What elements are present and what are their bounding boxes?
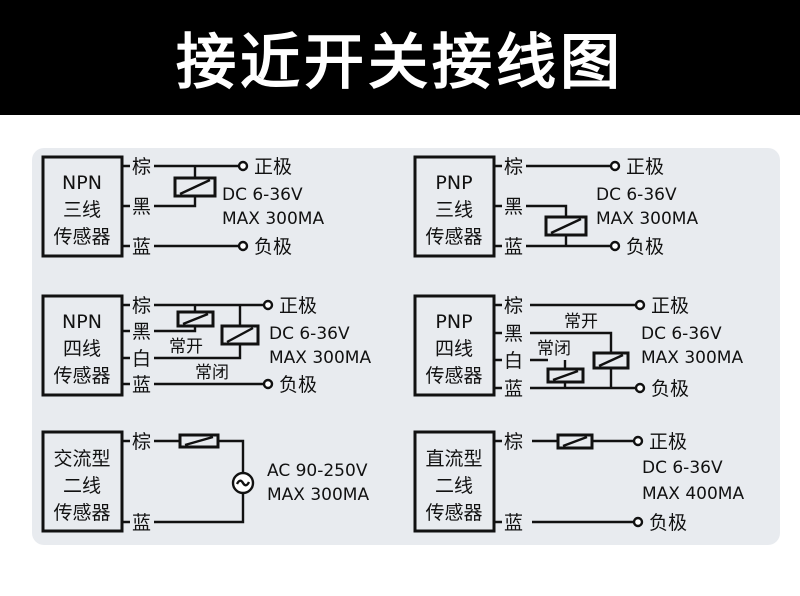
terminal-icon	[634, 299, 646, 311]
pnp-3wire-diagram: PNP 三线 传感器 棕 黑 蓝 正极 负极 DC 6-36V MAX 300M…	[413, 155, 698, 258]
wire-blue: 蓝	[504, 378, 523, 400]
terminal-icon	[237, 240, 249, 252]
pnp-4wire-diagram: PNP 四线 传感器 棕 黑 白 蓝 正极 负极 常开 常闭 DC 6-36V …	[413, 294, 743, 400]
current-spec: MAX 300MA	[269, 348, 371, 368]
box-label: 传感器	[53, 502, 110, 524]
negative-label: 负极	[254, 236, 292, 258]
wire-blue: 蓝	[132, 512, 151, 534]
page-title: 接近开关接线图	[176, 28, 624, 98]
load-icon	[556, 433, 594, 450]
wire-white: 白	[132, 348, 151, 370]
wire-brown: 棕	[132, 295, 151, 317]
current-spec: MAX 400MA	[642, 484, 744, 504]
sensor-box	[413, 294, 496, 397]
negative-label: 负极	[649, 512, 687, 534]
box-label: 传感器	[53, 226, 110, 248]
wire-blue: 蓝	[132, 374, 151, 396]
terminal-icon	[262, 378, 274, 390]
relay-icon	[546, 367, 585, 384]
box-label: 三线	[435, 199, 473, 221]
relay-icon	[544, 215, 588, 237]
relay-icon	[176, 310, 215, 328]
terminal-icon	[237, 160, 249, 172]
box-label: 交流型	[53, 448, 110, 470]
current-spec: MAX 300MA	[222, 209, 324, 229]
relay-icon	[220, 324, 260, 346]
wire-white: 白	[504, 350, 523, 372]
normally-open-label: 常开	[169, 337, 203, 357]
current-spec: MAX 300MA	[267, 485, 369, 505]
dc-2wire-diagram: 直流型 二线 传感器 棕 蓝 正极 负极 DC 6-36V MAX 400MA	[413, 430, 744, 534]
box-label: 传感器	[53, 365, 110, 387]
positive-label: 正极	[651, 295, 689, 317]
wire-black: 黑	[132, 321, 151, 343]
normally-closed-label: 常闭	[195, 363, 229, 383]
sensor-box	[41, 294, 124, 397]
terminal-icon	[609, 240, 621, 252]
box-label: 二线	[435, 475, 473, 497]
npn-3wire-diagram: NPN 三线 传感器 棕 黑 蓝 正极 负极 DC 6-36V MAX 300M…	[41, 155, 324, 258]
current-spec: MAX 300MA	[641, 348, 743, 368]
ac-2wire-diagram: 交流型 二线 传感器 棕 蓝 AC 90-250V MAX 300MA	[41, 430, 369, 534]
wire-black: 黑	[132, 196, 151, 218]
positive-label: 正极	[649, 431, 687, 453]
positive-label: 正极	[279, 295, 317, 317]
box-label: 四线	[63, 338, 101, 360]
box-label: 直流型	[425, 448, 482, 470]
negative-label: 负极	[279, 374, 317, 396]
negative-label: 负极	[626, 236, 664, 258]
positive-label: 正极	[626, 156, 664, 178]
terminal-icon	[262, 299, 274, 311]
wire-brown: 棕	[504, 295, 523, 317]
terminal-icon	[634, 382, 646, 394]
load-icon	[178, 433, 220, 449]
normally-open-label: 常开	[564, 312, 598, 332]
box-label: NPN	[62, 311, 102, 333]
sensor-box	[41, 430, 124, 533]
terminal-icon	[632, 435, 644, 447]
wire-black: 黑	[504, 196, 523, 218]
sensor-box	[413, 430, 496, 533]
wire-brown: 棕	[132, 156, 151, 178]
wire-brown: 棕	[132, 431, 151, 453]
voltage-spec: DC 6-36V	[596, 185, 677, 205]
relay-icon	[592, 351, 630, 370]
normally-closed-label: 常闭	[537, 339, 571, 359]
npn-4wire-diagram: NPN 四线 传感器 棕 黑 白 蓝 正极 负极 常开 常闭 DC 6-36V …	[41, 294, 371, 397]
terminal-icon	[632, 516, 644, 528]
wire-black: 黑	[504, 323, 523, 345]
box-label: 四线	[435, 338, 473, 360]
box-label: 传感器	[425, 226, 482, 248]
terminal-icon	[609, 160, 621, 172]
header-bar: 接近开关接线图	[0, 0, 800, 115]
box-label: 二线	[63, 475, 101, 497]
current-spec: MAX 300MA	[596, 209, 698, 229]
wire-brown: 棕	[504, 156, 523, 178]
wire-blue: 蓝	[132, 236, 151, 258]
relay-icon	[173, 176, 217, 198]
box-label: PNP	[435, 172, 472, 194]
box-label: 传感器	[425, 365, 482, 387]
voltage-spec: AC 90-250V	[267, 461, 368, 481]
box-label: 三线	[63, 199, 101, 221]
box-label: NPN	[62, 172, 102, 194]
box-label: PNP	[435, 311, 472, 333]
wire-blue: 蓝	[504, 236, 523, 258]
voltage-spec: DC 6-36V	[222, 185, 303, 205]
voltage-spec: DC 6-36V	[641, 324, 722, 344]
positive-label: 正极	[254, 156, 292, 178]
voltage-spec: DC 6-36V	[269, 324, 350, 344]
ac-source-icon	[231, 471, 255, 495]
wire-blue: 蓝	[504, 512, 523, 534]
box-label: 传感器	[425, 502, 482, 524]
negative-label: 负极	[651, 378, 689, 400]
wire-brown: 棕	[504, 431, 523, 453]
voltage-spec: DC 6-36V	[642, 458, 723, 478]
